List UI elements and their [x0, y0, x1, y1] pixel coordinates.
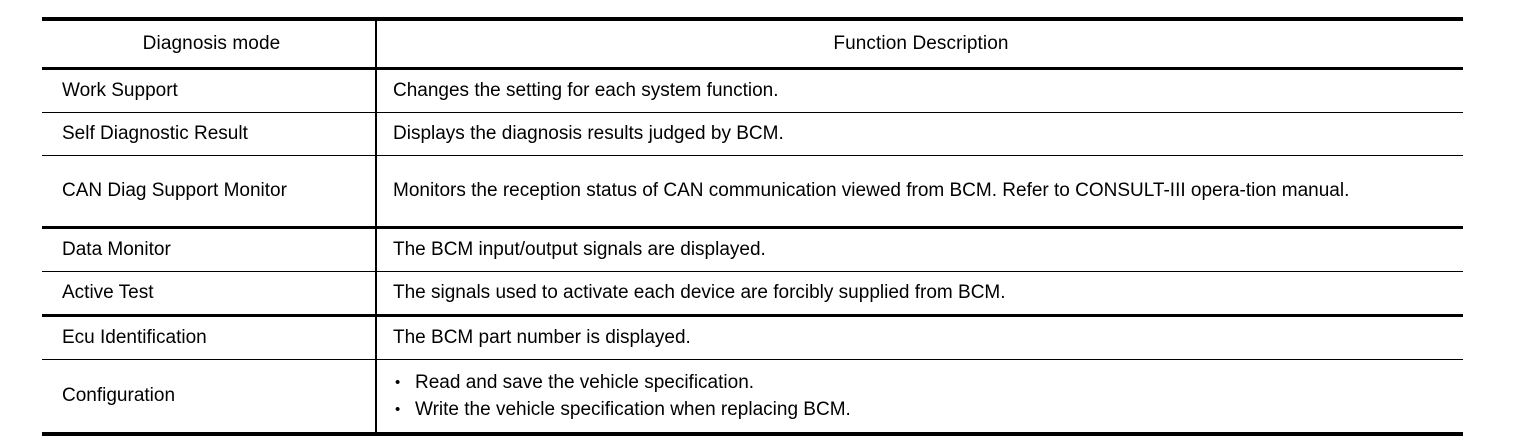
cell-diagnosis-mode: Self Diagnostic Result [42, 112, 377, 156]
cell-function-description: The BCM part number is displayed. [376, 315, 1463, 360]
table-row-data-monitor: Data Monitor The BCM input/output signal… [42, 227, 1463, 272]
function-description-text: Changes the setting for each system func… [393, 80, 779, 101]
table-body: Work Support Changes the setting for eac… [42, 68, 1463, 434]
bullet-text: Write the vehicle specification when rep… [415, 399, 851, 420]
cell-function-description: Displays the diagnosis results judged by… [376, 112, 1463, 156]
cell-function-description: Monitors the reception status of CAN com… [376, 155, 1463, 229]
cell-function-description: • Read and save the vehicle specificatio… [376, 359, 1463, 434]
table-row-work-support: Work Support Changes the setting for eac… [42, 68, 1463, 113]
diagnosis-mode-label: Ecu Identification [62, 327, 207, 348]
cell-diagnosis-mode: Work Support [42, 68, 377, 113]
table-row-self-diagnostic-result: Self Diagnostic Result Displays the diag… [42, 112, 1463, 156]
cell-diagnosis-mode: Configuration [42, 359, 377, 434]
function-description-text: Monitors the reception status of CAN com… [393, 180, 1350, 201]
table-row-can-diag-support-monitor: CAN Diag Support Monitor Monitors the re… [42, 155, 1463, 229]
column-header-function-description: Function Description [376, 19, 1463, 70]
function-description-text: The signals used to activate each device… [393, 282, 1006, 303]
table-header: Diagnosis mode Function Description [42, 19, 1463, 70]
table-row-active-test: Active Test The signals used to activate… [42, 271, 1463, 317]
cell-function-description: Changes the setting for each system func… [376, 68, 1463, 113]
column-header-diagnosis-mode: Diagnosis mode [42, 19, 377, 70]
cell-diagnosis-mode: CAN Diag Support Monitor [42, 155, 377, 229]
diagnosis-mode-label: Self Diagnostic Result [62, 123, 248, 144]
bullet-text: Read and save the vehicle specification. [415, 372, 755, 393]
function-description-text: Displays the diagnosis results judged by… [393, 123, 784, 144]
cell-diagnosis-mode: Ecu Identification [42, 315, 377, 360]
diagnosis-mode-label: Data Monitor [62, 239, 171, 260]
diagnosis-mode-label: CAN Diag Support Monitor [62, 180, 287, 201]
list-item: • Read and save the vehicle specificatio… [393, 369, 1449, 396]
bullet-point-icon: • [395, 401, 401, 418]
bullet-point-icon: • [395, 374, 401, 391]
function-description-text: The BCM part number is displayed. [393, 327, 691, 348]
diagnosis-mode-table-wrapper: Diagnosis mode Function Description [42, 17, 1463, 436]
table-header-row: Diagnosis mode Function Description [42, 19, 1463, 70]
cell-diagnosis-mode: Data Monitor [42, 227, 377, 272]
column-header-diagnosis-mode-label: Diagnosis mode [142, 33, 281, 54]
diagnosis-mode-label: Active Test [62, 282, 154, 303]
column-header-function-description-label: Function Description [833, 33, 1009, 54]
function-description-bullet-list: • Read and save the vehicle specificatio… [393, 369, 1449, 423]
table-row-configuration: Configuration • Read and save the vehicl… [42, 359, 1463, 434]
cell-function-description: The signals used to activate each device… [376, 271, 1463, 317]
list-item: • Write the vehicle specification when r… [393, 396, 1449, 423]
cell-diagnosis-mode: Active Test [42, 271, 377, 317]
cell-function-description: The BCM input/output signals are display… [376, 227, 1463, 272]
diagnosis-mode-label: Work Support [62, 80, 178, 101]
function-description-text: The BCM input/output signals are display… [393, 239, 766, 260]
diagnosis-mode-label: Configuration [62, 385, 176, 406]
diagnosis-mode-table: Diagnosis mode Function Description [42, 17, 1463, 436]
table-row-ecu-identification: Ecu Identification The BCM part number i… [42, 315, 1463, 360]
